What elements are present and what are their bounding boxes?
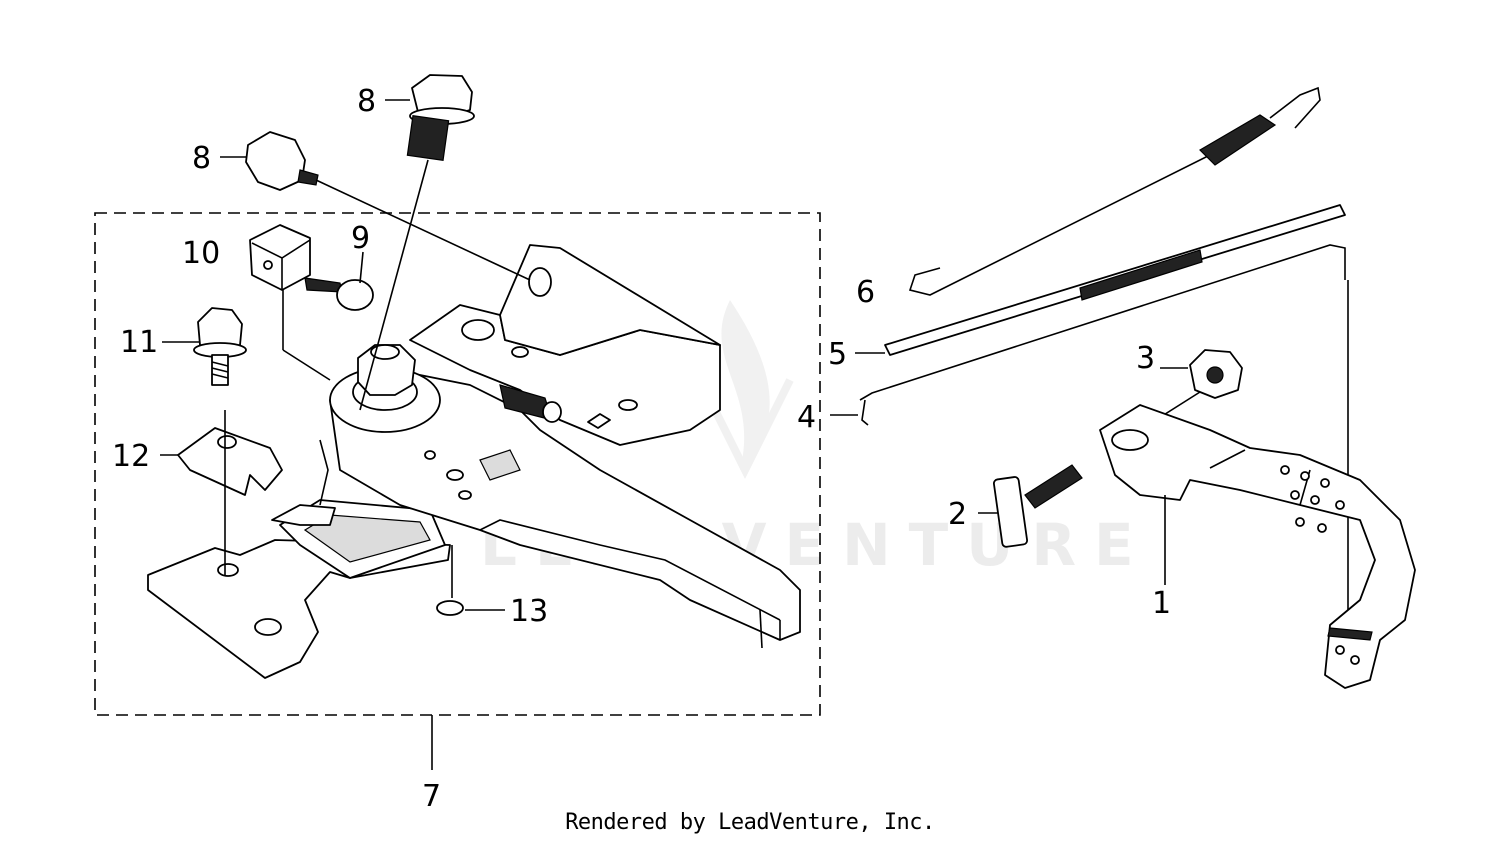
callout-3: 3	[1136, 341, 1155, 376]
screw-9	[304, 277, 374, 311]
bolt-8-upper	[406, 74, 475, 161]
callout-8-upper: 8	[357, 84, 376, 119]
nut-3	[1189, 349, 1243, 399]
callout-13: 13	[510, 594, 548, 629]
callout-6: 6	[856, 275, 875, 310]
callout-10: 10	[182, 236, 220, 271]
callout-4: 4	[797, 400, 816, 435]
callout-7: 7	[422, 779, 441, 814]
callout-1: 1	[1152, 586, 1171, 621]
callout-12: 12	[112, 439, 150, 474]
leader-lines	[160, 99, 1188, 611]
lever-1	[1099, 404, 1416, 689]
bolt-8-left	[245, 131, 319, 191]
control-bracket-assembly	[147, 244, 801, 679]
leader-10-diag	[282, 349, 331, 381]
bolt-11	[193, 307, 247, 386]
callout-9: 9	[351, 221, 370, 256]
bolt-2	[993, 464, 1083, 548]
assembly-7-box	[94, 212, 821, 716]
callout-2: 2	[948, 497, 967, 532]
block-10	[249, 224, 311, 291]
callout-8-left: 8	[192, 141, 211, 176]
clip-13	[436, 600, 464, 616]
clip-12	[177, 427, 283, 496]
throttle-rod-5	[884, 204, 1346, 356]
callout-11: 11	[120, 325, 158, 360]
link-rod-4	[859, 244, 1346, 426]
footer-credit: Rendered by LeadVenture, Inc.	[565, 810, 935, 835]
spring-rod-6	[908, 86, 1321, 296]
axis-8-upper	[359, 159, 429, 411]
callout-5: 5	[828, 337, 847, 372]
axis-8-left	[315, 179, 531, 281]
